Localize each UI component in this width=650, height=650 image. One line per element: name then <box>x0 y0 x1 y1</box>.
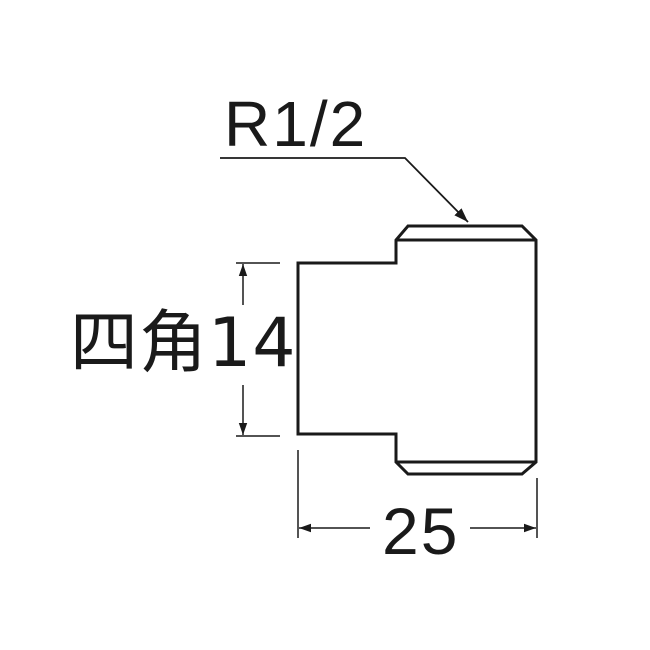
thread-size-label: R1/2 <box>224 88 368 160</box>
thread-leader-line <box>220 157 469 223</box>
part-body-outline <box>296 224 538 476</box>
length-dimension-label: 25 <box>380 494 462 568</box>
width-across-flats-label: 四角14 <box>70 304 297 383</box>
